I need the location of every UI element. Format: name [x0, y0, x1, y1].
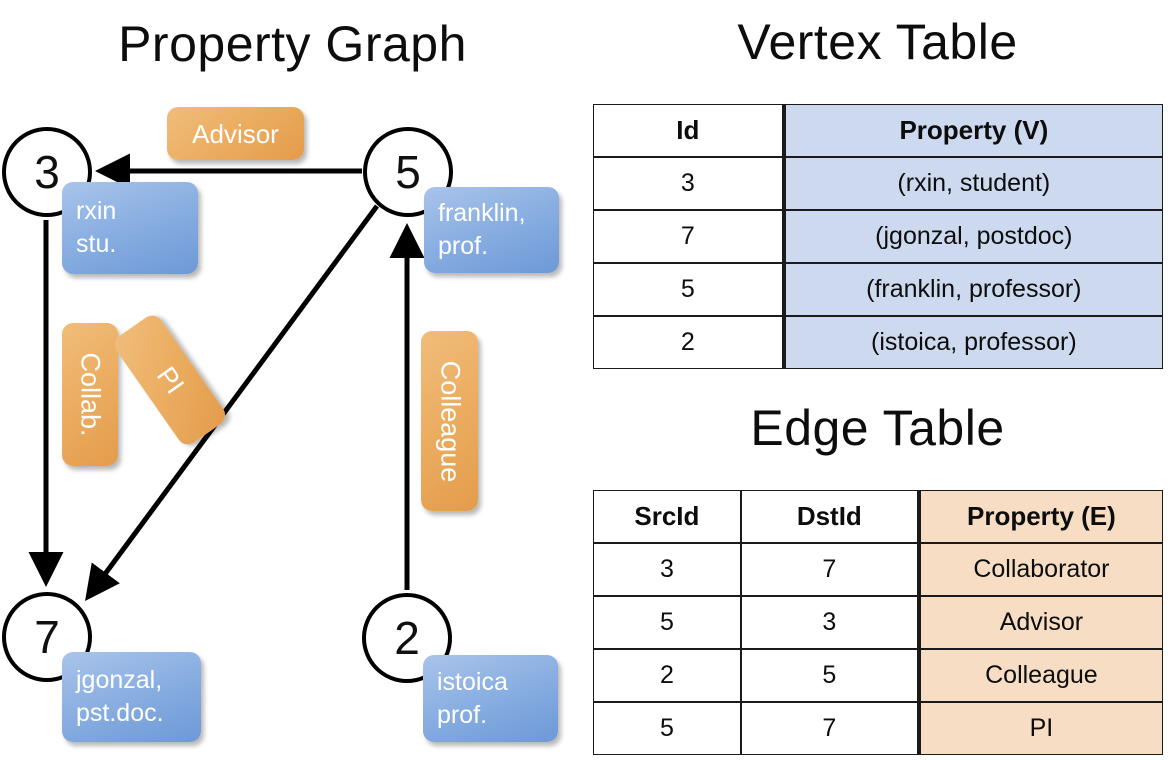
edge-cell-srcid: 5 [593, 596, 741, 649]
page-title-property-graph: Property Graph [118, 16, 467, 72]
edge-cell-property: PI [917, 702, 1163, 755]
table-row: 2 (istoica, professor) [593, 316, 1163, 369]
node-label-2: 2 [394, 612, 420, 664]
page-title-vertex-table: Vertex Table [737, 14, 1018, 70]
graph-edges-layer [28, 153, 425, 602]
edge-property-label-colleague: Colleague [435, 360, 465, 482]
vertex-property-line2-franklin: prof. [438, 232, 489, 260]
edge-property-label-collab: Collab. [75, 352, 106, 437]
edge-5-to-7 [85, 204, 380, 602]
vertex-cell-property: (istoica, professor) [782, 316, 1163, 369]
table-row: 5 7 PI [593, 702, 1163, 755]
edge-cell-property: Advisor [917, 596, 1163, 649]
edge-cell-dstid: 3 [740, 596, 918, 649]
vertex-property-line1-rxin: rxin [76, 197, 117, 225]
table-row: 3 (rxin, student) [593, 157, 1163, 210]
edge-cell-property: Colleague [917, 649, 1163, 702]
edge-cell-dstid: 7 [740, 543, 918, 596]
vertex-property-line1-franklin: franklin, [438, 199, 526, 227]
edge-property-label-advisor: Advisor [192, 118, 279, 149]
vertex-property-box-jgonzal: jgonzal, pst.doc. [62, 652, 201, 742]
node-label-3: 3 [34, 146, 60, 198]
vertex-property-line1-jgonzal: jgonzal, [76, 666, 163, 694]
table-row: 7 (jgonzal, postdoc) [593, 210, 1163, 263]
table-row: 3 7 Collaborator [593, 543, 1163, 596]
vertex-cell-id: 3 [593, 157, 783, 210]
edge-cell-dstid: 5 [740, 649, 918, 702]
vertex-cell-property: (franklin, professor) [782, 263, 1163, 316]
vertex-table-header-id: Id [593, 104, 783, 157]
vertex-property-box-istoica: istoica prof. [423, 655, 558, 742]
edge-cell-srcid: 2 [593, 649, 741, 702]
edge-cell-dstid: 7 [740, 702, 918, 755]
vertex-cell-property: (jgonzal, postdoc) [782, 210, 1163, 263]
graph-node-5[interactable]: 5 [363, 127, 453, 217]
vertex-property-line2-istoica: prof. [437, 700, 488, 729]
graph-node-2[interactable]: 2 [362, 593, 452, 683]
table-row: 5 3 Advisor [593, 596, 1163, 649]
vertex-cell-id: 2 [593, 316, 783, 369]
vertex-cell-property: (rxin, student) [782, 157, 1163, 210]
page-title-edge-table: Edge Table [750, 400, 1005, 456]
table-row: 2 5 Colleague [593, 649, 1163, 702]
edge-cell-srcid: 5 [593, 702, 741, 755]
vertex-cell-id: 5 [593, 263, 783, 316]
edge-table-header-dstid: DstId [740, 490, 918, 543]
vertex-table-header-property: Property (V) [782, 104, 1163, 157]
vertex-property-line2-jgonzal: pst.doc. [76, 699, 164, 727]
edge-table-header-srcid: SrcId [593, 490, 741, 543]
table-row: 5 (franklin, professor) [593, 263, 1163, 316]
node-label-7: 7 [34, 611, 60, 663]
vertex-property-line1-istoica: istoica [437, 667, 508, 696]
vertex-property-box-franklin: franklin, prof. [424, 187, 559, 273]
edge-property-label-pi: PI [150, 360, 191, 399]
vertex-cell-id: 7 [593, 210, 783, 263]
edge-table-header-property: Property (E) [917, 490, 1163, 543]
node-label-5: 5 [395, 146, 421, 198]
edge-property-box-colleague: Colleague [421, 331, 478, 511]
vertex-property-box-rxin: rxin stu. [62, 182, 198, 274]
edge-property-box-collab: Collab. [62, 323, 118, 466]
edge-property-box-advisor: Advisor [167, 107, 304, 160]
vertex-table-header-row: Id Property (V) [593, 104, 1163, 157]
edge-cell-property: Collaborator [917, 543, 1163, 596]
edge-cell-srcid: 3 [593, 543, 741, 596]
vertex-property-line2-rxin: stu. [76, 230, 117, 258]
vertex-table: Id Property (V) 3 (rxin, student) 7 (jgo… [593, 104, 1163, 369]
property-graph-panel: Property Graph 3 5 7 2 rxin stu. frankli… [2, 16, 559, 742]
edge-table-header-row: SrcId DstId Property (E) [593, 490, 1163, 543]
edge-table: SrcId DstId Property (E) 3 7 Collaborato… [593, 490, 1163, 755]
